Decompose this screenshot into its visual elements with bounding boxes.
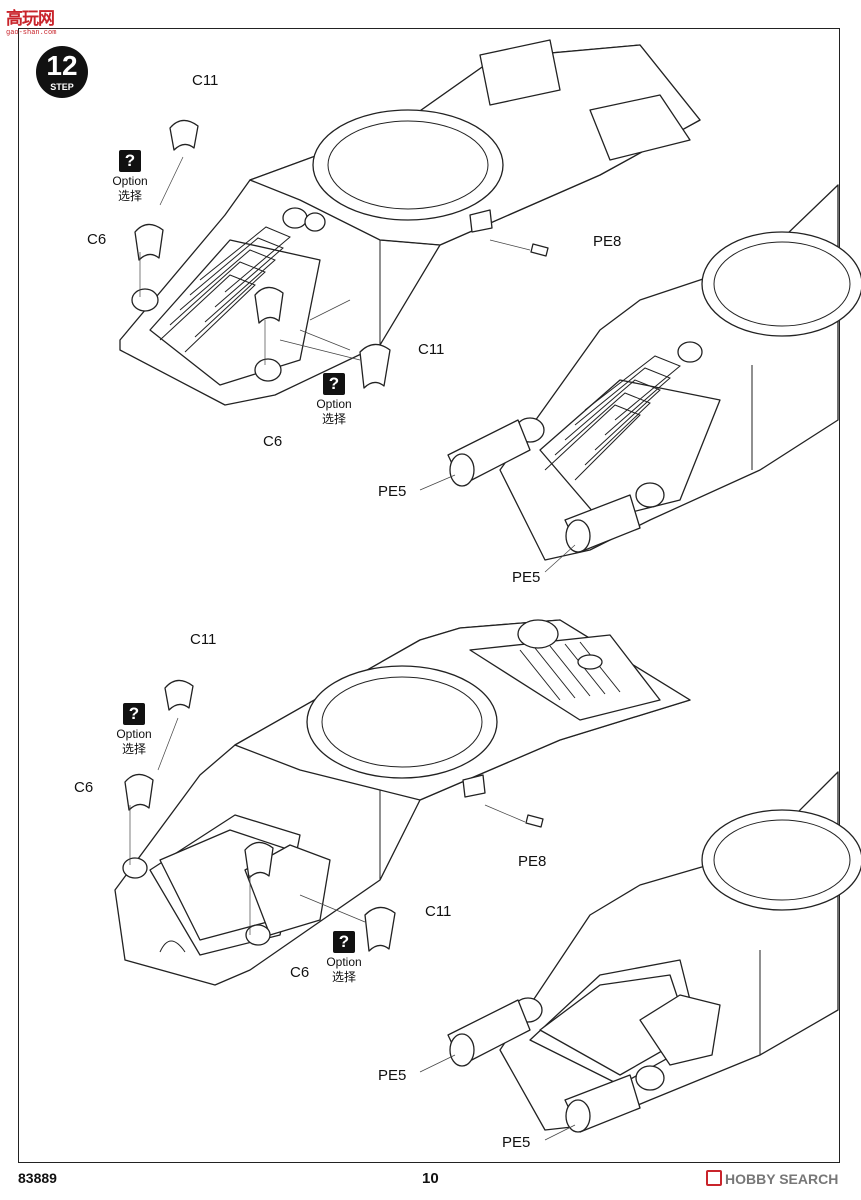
part-c6-bot-b: [244, 841, 274, 879]
bottom-secondary-hull: [499, 771, 861, 1131]
question-icon: ?: [333, 931, 355, 953]
pe5-top-a: [447, 419, 531, 487]
option-label-en: Option: [316, 397, 352, 411]
watermark-logo: 高玩网 gao-shan.com: [6, 9, 57, 37]
option-label-en: Option: [112, 174, 148, 188]
part-c11-bot-b: [364, 906, 396, 952]
label-pe8-top: PE8: [593, 233, 622, 250]
label-pe5-top-a: PE5: [378, 483, 407, 500]
part-c11-top-a: [169, 119, 199, 151]
label-pe5-bot-b: PE5: [502, 1134, 531, 1151]
part-c6-top-b: [254, 286, 284, 324]
step-number: 12: [46, 50, 78, 81]
page-frame: [18, 28, 840, 1163]
pe5-top-b: [564, 494, 641, 553]
label-c6-top-b: C6: [263, 433, 283, 450]
question-icon: ?: [119, 150, 141, 172]
part-c11-top-b: [359, 343, 391, 389]
option-label-zh: 选择: [321, 412, 346, 426]
page-number: 10: [422, 1170, 439, 1187]
top-secondary-hull: [499, 184, 861, 561]
label-c11-bot-b: C11: [425, 903, 452, 920]
part-c11-bot-a: [164, 679, 194, 711]
step-word: STEP: [50, 82, 74, 92]
option-note-top-a: ? Option 选择: [108, 150, 152, 204]
label-c11-top-b: C11: [418, 341, 445, 358]
pe5-bottom-b: [564, 1074, 641, 1133]
option-note-bot-a: ? Option 选择: [112, 703, 156, 757]
label-c6-top-a: C6: [87, 231, 107, 248]
option-label-en: Option: [116, 727, 152, 741]
label-pe5-bot-a: PE5: [378, 1067, 407, 1084]
option-note-top-b: ? Option 选择: [312, 373, 356, 427]
label-pe5-top-b: PE5: [512, 569, 541, 586]
part-pe8-top: [530, 243, 549, 257]
hobby-search-watermark: HOBBY SEARCH: [706, 1170, 838, 1187]
label-c11-top-a: C11: [192, 72, 219, 89]
option-label-zh: 选择: [121, 742, 146, 756]
label-pe8-bottom: PE8: [518, 853, 547, 870]
kit-code: 83889: [18, 1170, 57, 1186]
label-c11-bot-a: C11: [190, 631, 217, 648]
question-icon: ?: [323, 373, 345, 395]
option-label-zh: 选择: [117, 189, 142, 203]
option-label-zh: 选择: [331, 970, 356, 984]
label-c6-bot-a: C6: [74, 779, 94, 796]
question-icon: ?: [123, 703, 145, 725]
part-c6-top-a: [134, 223, 164, 261]
option-note-bot-b: ? Option 选择: [322, 931, 366, 985]
part-pe8-bottom: [525, 814, 544, 828]
hobby-search-logo-icon: [706, 1170, 722, 1186]
pe5-bottom-a: [447, 999, 531, 1067]
option-label-en: Option: [326, 955, 362, 969]
part-c6-bot-a: [124, 773, 154, 811]
label-c6-bot-b: C6: [290, 964, 310, 981]
step-badge: 12 STEP: [36, 46, 88, 98]
